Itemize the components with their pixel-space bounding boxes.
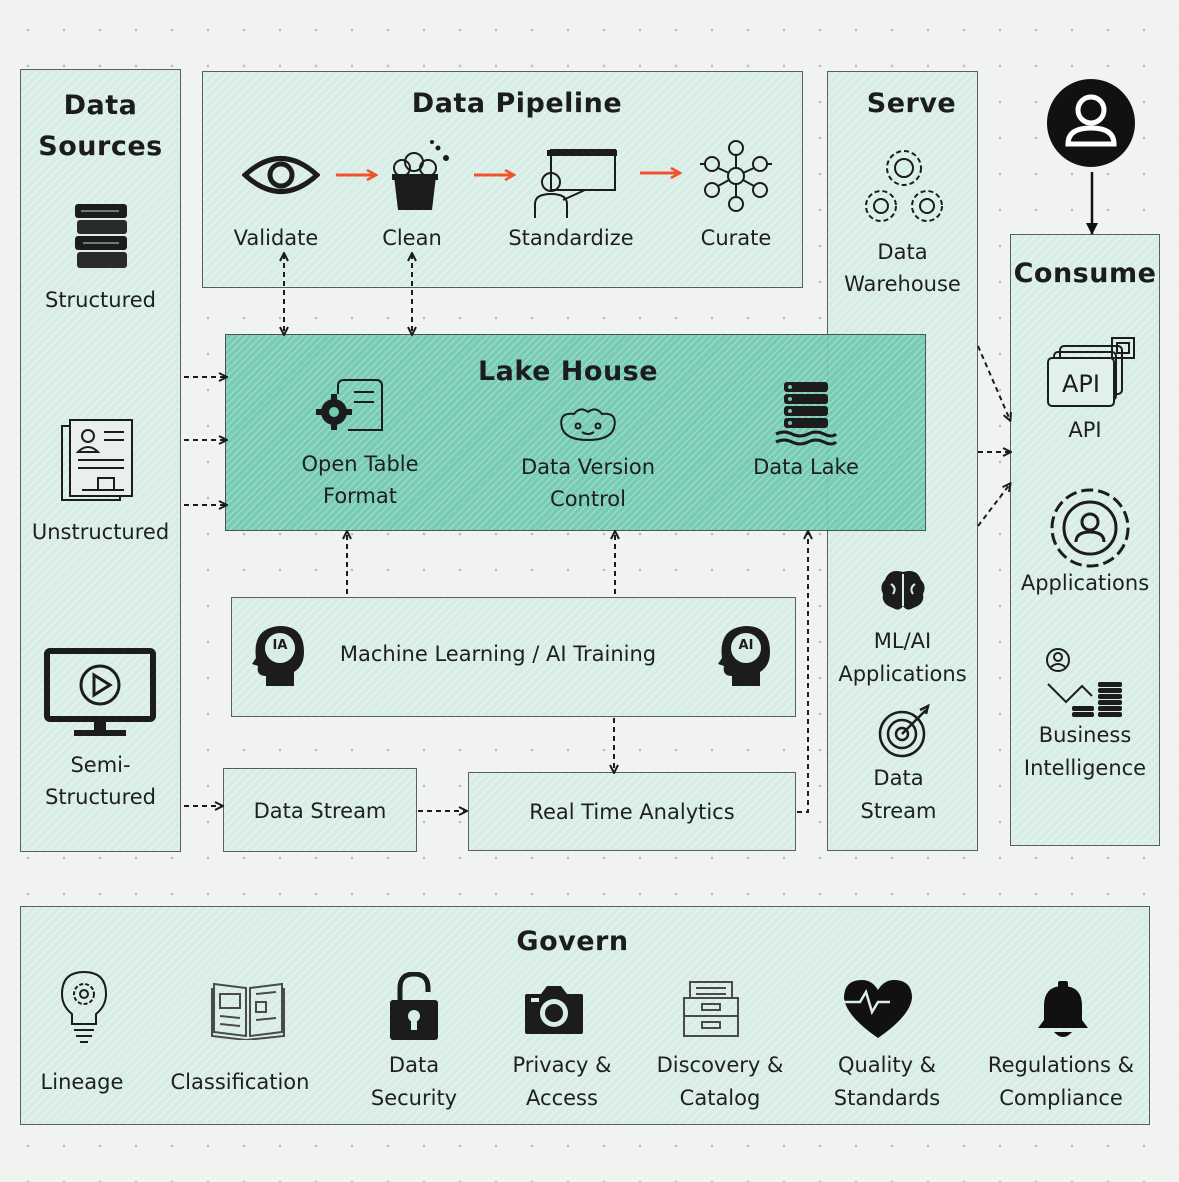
version-control-icon: [560, 408, 616, 442]
clean-bucket-icon: [392, 140, 449, 210]
open-book-icon: [211, 982, 285, 1040]
data-warehouse-label-line1: Data: [877, 240, 928, 264]
data-pipeline-panel: [202, 71, 803, 288]
target-icon: [878, 704, 930, 758]
database-lake-icon: [775, 382, 838, 446]
quality-standards-label-line2: Standards: [833, 1086, 941, 1110]
ia-head-icon: IA: [250, 624, 306, 688]
data-pipeline-title: Data Pipeline: [411, 88, 623, 119]
real-time-analytics-label: Real Time Analytics: [529, 800, 735, 824]
user-gear-icon: [1050, 488, 1130, 568]
network-curate-icon: [700, 140, 772, 212]
classification-label: Classification: [170, 1070, 310, 1094]
quality-standards-label-line1: Quality &: [837, 1053, 937, 1077]
bell-icon: [1038, 981, 1088, 1037]
pipeline-step-clean: Clean: [382, 226, 442, 250]
real-time-analytics-box: [468, 772, 796, 851]
brain-icon: [881, 571, 925, 610]
unstructured-label: Unstructured: [31, 520, 170, 544]
pipeline-step-standardize: Standardize: [508, 226, 634, 250]
serve-data-stream-label-line1: Data: [873, 766, 924, 790]
business-intelligence-label-line1: Business: [1038, 723, 1132, 747]
data-stream-box: [223, 768, 417, 852]
consume-api-label: API: [1068, 418, 1102, 442]
ml-training-label: Machine Learning / AI Training: [339, 642, 657, 666]
data-sources-title-line2: Sources: [38, 131, 163, 162]
ml-training-panel: [231, 597, 796, 717]
business-intelligence-icon: [1046, 648, 1122, 717]
lake-house-title: Lake House: [477, 356, 659, 387]
govern-title: Govern: [516, 926, 629, 957]
user-avatar-icon: [1047, 79, 1135, 167]
eye-icon: [242, 156, 320, 194]
video-monitor-icon: [44, 648, 156, 736]
business-intelligence-label-line2: Intelligence: [1023, 756, 1147, 780]
ml-ai-applications-label-line2: Applications: [838, 662, 967, 686]
data-lake-label: Data Lake: [753, 455, 859, 479]
ai-head-icon: AI: [716, 624, 772, 688]
consume-applications-label: Applications: [1020, 571, 1150, 595]
semi-structured-label-line2: Structured: [44, 785, 157, 809]
document-form-icon: [61, 419, 133, 501]
heart-pulse-icon: [844, 980, 912, 1038]
data-security-label-line2: Security: [370, 1086, 458, 1110]
consume-panel: [1010, 234, 1160, 846]
pipeline-step-validate: Validate: [233, 226, 319, 250]
camera-icon: [525, 986, 583, 1034]
govern-panel: [20, 906, 1150, 1125]
serve-data-stream-label-line2: Stream: [860, 799, 937, 823]
gears-warehouse-icon: [865, 150, 943, 222]
padlock-icon: [390, 972, 438, 1040]
ai-badge-text: AI: [738, 638, 754, 653]
presentation-board-icon: [534, 149, 617, 218]
data-warehouse-label-line2: Warehouse: [844, 272, 961, 296]
api-badge-text: API: [1062, 370, 1100, 398]
books-stack-icon: [75, 204, 127, 268]
discovery-catalog-label-line1: Discovery &: [656, 1053, 784, 1077]
semi-structured-label-line1: Semi-: [70, 753, 131, 777]
open-table-format-label-line2: Format: [322, 484, 397, 508]
serve-title: Serve: [866, 88, 957, 119]
structured-label: Structured: [44, 288, 157, 312]
consume-title: Consume: [1013, 258, 1157, 289]
gear-document-icon: [316, 379, 383, 431]
lightbulb-gear-icon: [60, 970, 108, 1043]
data-security-label-line1: Data: [388, 1053, 440, 1077]
lineage-label: Lineage: [40, 1070, 124, 1094]
privacy-access-label-line1: Privacy &: [512, 1053, 612, 1077]
open-table-format-label-line1: Open Table: [301, 452, 419, 476]
regulations-compliance-label-line2: Compliance: [999, 1086, 1123, 1110]
pipeline-step-curate: Curate: [700, 226, 772, 250]
file-cabinet-icon: [683, 981, 739, 1037]
discovery-catalog-label-line2: Catalog: [679, 1086, 761, 1110]
ia-badge-text: IA: [272, 638, 288, 653]
data-stream-label: Data Stream: [253, 799, 387, 823]
privacy-access-label-line2: Access: [526, 1086, 598, 1110]
data-version-control-label-line1: Data Version: [520, 455, 656, 479]
ml-ai-applications-label-line1: ML/AI: [873, 629, 932, 653]
regulations-compliance-label-line1: Regulations &: [987, 1053, 1135, 1077]
data-version-control-label-line2: Control: [550, 487, 626, 511]
api-icon: API: [1046, 336, 1138, 410]
data-sources-title-line1: Data: [63, 90, 138, 121]
